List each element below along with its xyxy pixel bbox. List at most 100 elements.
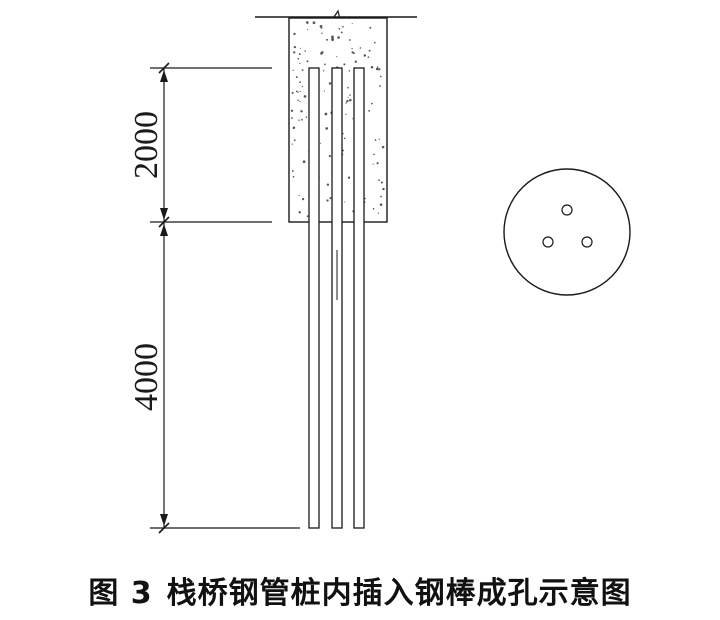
concrete-dot <box>301 118 303 121</box>
concrete-dot <box>379 203 383 206</box>
concrete-dot <box>321 32 323 34</box>
concrete-dot <box>291 117 293 119</box>
concrete-dot <box>377 212 380 214</box>
concrete-dot <box>300 110 303 113</box>
concrete-dot <box>326 199 329 202</box>
concrete-dot <box>347 97 349 99</box>
steel-bars <box>308 67 365 529</box>
concrete-dot <box>373 41 376 44</box>
concrete-dot <box>379 85 381 87</box>
concrete-dot <box>324 112 328 116</box>
concrete-dot <box>324 63 326 66</box>
figure-label: 图 3 <box>88 576 153 611</box>
concrete-dot <box>351 51 354 54</box>
concrete-dot <box>297 91 299 93</box>
concrete-dot <box>297 99 299 102</box>
concrete-dot <box>295 90 298 93</box>
concrete-dot <box>370 102 373 105</box>
dimension-lower: 4000 <box>128 343 165 411</box>
concrete-dot <box>298 195 300 197</box>
concrete-dot <box>312 21 316 25</box>
steel-bar-left <box>308 67 320 529</box>
concrete-dot <box>291 143 293 145</box>
figure-caption: 图 3 栈桥钢管桩内插入钢棒成孔示意图 <box>0 568 720 612</box>
concrete-dot <box>299 90 301 93</box>
concrete-dot <box>291 91 294 94</box>
concrete-dot <box>323 90 325 92</box>
concrete-dot <box>372 207 375 210</box>
concrete-dot <box>375 67 379 71</box>
concrete-dot <box>298 119 300 121</box>
concrete-dot <box>298 53 301 56</box>
concrete-dot <box>379 75 382 78</box>
figure-title: 栈桥钢管桩内插入钢棒成孔示意图 <box>166 576 632 611</box>
concrete-dot <box>351 48 353 50</box>
concrete-dot <box>320 26 323 29</box>
concrete-dot <box>293 139 296 142</box>
concrete-dot <box>373 153 375 156</box>
cross-section-hole-left <box>542 236 554 248</box>
concrete-dot <box>343 63 346 66</box>
concrete-dot <box>292 126 296 130</box>
concrete-dot <box>352 118 354 120</box>
concrete-dot <box>378 179 380 181</box>
concrete-dot <box>347 86 349 89</box>
concrete-dot <box>372 163 374 165</box>
concrete-dot <box>305 116 308 118</box>
concrete-dot <box>293 51 296 54</box>
concrete-dot <box>345 113 347 116</box>
concrete-dot <box>367 56 370 58</box>
steel-bar-right <box>353 67 365 529</box>
cross-section-hole-top <box>561 204 573 216</box>
concrete-dot <box>337 36 340 39</box>
concrete-dot <box>368 49 371 52</box>
concrete-dot <box>292 69 294 71</box>
concrete-dot <box>342 133 344 135</box>
concrete-dot <box>301 86 303 88</box>
concrete-dot <box>322 70 325 72</box>
concrete-dot <box>380 181 383 184</box>
concrete-dot <box>292 176 295 178</box>
concrete-dot <box>363 54 367 57</box>
dimension-upper: 2000 <box>128 111 165 179</box>
concrete-dot <box>354 60 357 63</box>
concrete-dot <box>342 25 344 28</box>
concrete-dot <box>297 57 300 60</box>
concrete-dot <box>380 195 382 198</box>
concrete-dot <box>376 162 379 165</box>
concrete-dot <box>343 137 346 140</box>
concrete-dot <box>376 66 379 68</box>
concrete-dot <box>349 94 351 96</box>
concrete-dot <box>291 170 294 172</box>
concrete-dot <box>299 100 301 103</box>
concrete-dot <box>299 81 301 83</box>
concrete-dot <box>299 62 301 65</box>
concrete-dot <box>349 98 352 102</box>
concrete-dot <box>374 139 377 141</box>
concrete-dot <box>343 201 346 203</box>
concrete-dot <box>293 45 297 49</box>
concrete-dot <box>320 52 323 55</box>
concrete-dot <box>301 69 304 71</box>
dimension-lines <box>150 62 300 534</box>
concrete-dot <box>345 102 347 104</box>
concrete-dot <box>298 211 301 214</box>
cross-section-outline <box>503 168 631 296</box>
concrete-dot <box>378 138 380 140</box>
concrete-dot <box>340 31 343 34</box>
pile-diagram: 2000 4000 <box>128 9 631 534</box>
concrete-dot <box>378 68 381 71</box>
concrete-dot <box>325 127 329 130</box>
concrete-dot <box>303 95 307 98</box>
concrete-dot <box>295 76 298 79</box>
cross-section-hole-right <box>581 236 593 248</box>
concrete-dot <box>306 215 309 218</box>
concrete-dot <box>304 50 307 52</box>
concrete-dot <box>306 28 309 30</box>
concrete-dot <box>331 37 334 41</box>
concrete-dot <box>306 60 309 63</box>
concrete-dot <box>381 145 385 149</box>
cross-section <box>503 168 631 296</box>
concrete-dot <box>382 187 385 191</box>
concrete-dot <box>326 183 330 186</box>
